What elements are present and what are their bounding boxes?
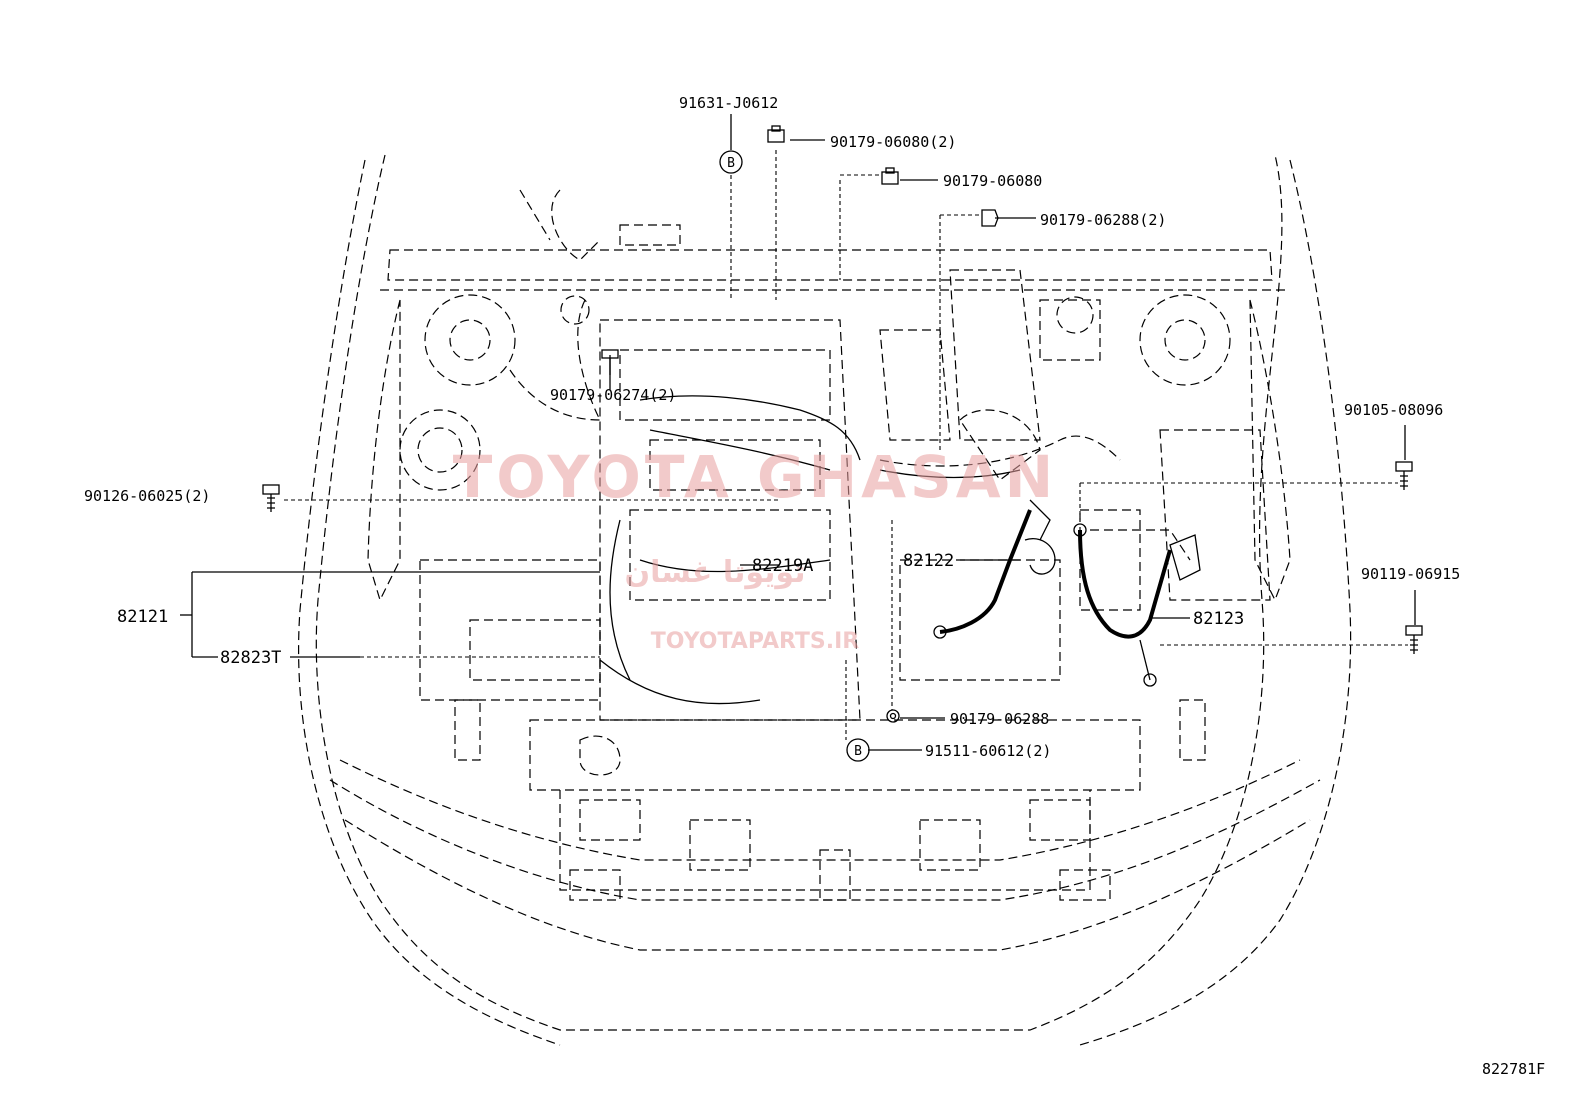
marker-b-label: B	[727, 156, 735, 171]
callouts: 91631-J0612 90179-06080(2) 90179-06080 9…	[84, 94, 1460, 760]
nut-icon	[767, 125, 785, 143]
callout-82823t[interactable]: 82823T	[220, 648, 281, 668]
callout-82219a[interactable]: 82219A	[752, 556, 813, 576]
nut-icon	[881, 167, 899, 185]
engine-components	[399, 189, 1271, 901]
bolt-icon	[1405, 625, 1423, 654]
wire-harness	[599, 395, 1201, 705]
bolt-icon	[262, 484, 280, 512]
leader-lines	[180, 114, 1416, 751]
callout-90179-06288-2[interactable]: 90179-06288(2)	[1040, 211, 1166, 229]
watermark-main: TOYOTA GHASAN	[453, 443, 1057, 511]
marker-b-top: B	[719, 150, 743, 174]
callout-82123[interactable]: 82123	[1193, 609, 1244, 629]
diagram-id: 822781F	[1482, 1060, 1545, 1078]
callout-90119-06915[interactable]: 90119-06915	[1361, 565, 1460, 583]
callout-82121[interactable]: 82121	[117, 607, 168, 627]
watermark-site: TOYOTAPARTS.IR	[651, 629, 860, 654]
callout-82122[interactable]: 82122	[903, 551, 954, 571]
watermark: TOYOTA GHASAN تويوتا غسان TOYOTAPARTS.IR	[453, 443, 1057, 654]
fastener-icons	[262, 125, 1423, 723]
bolt-icon	[1395, 461, 1413, 490]
callout-90179-06288[interactable]: 90179-06288	[950, 710, 1049, 728]
nut-icon	[886, 709, 900, 723]
callout-90179-06080[interactable]: 90179-06080	[943, 172, 1042, 190]
watermark-arabic: تويوتا غسان	[624, 555, 805, 590]
nut-icon	[981, 209, 999, 227]
marker-b-bottom: B	[846, 738, 870, 762]
bolt-icon	[601, 349, 619, 375]
callout-91631-j0612[interactable]: 91631-J0612	[679, 94, 778, 112]
callout-90179-06080-2[interactable]: 90179-06080(2)	[830, 133, 956, 151]
callout-90105-08096[interactable]: 90105-08096	[1344, 401, 1443, 419]
vehicle-body-outline	[297, 154, 1352, 1046]
callout-90179-06274-2[interactable]: 90179-06274(2)	[550, 386, 676, 404]
callout-91511-60612-2[interactable]: 91511-60612(2)	[925, 742, 1051, 760]
marker-b-label: B	[854, 744, 862, 759]
callout-90126-06025-2[interactable]: 90126-06025(2)	[84, 487, 210, 505]
